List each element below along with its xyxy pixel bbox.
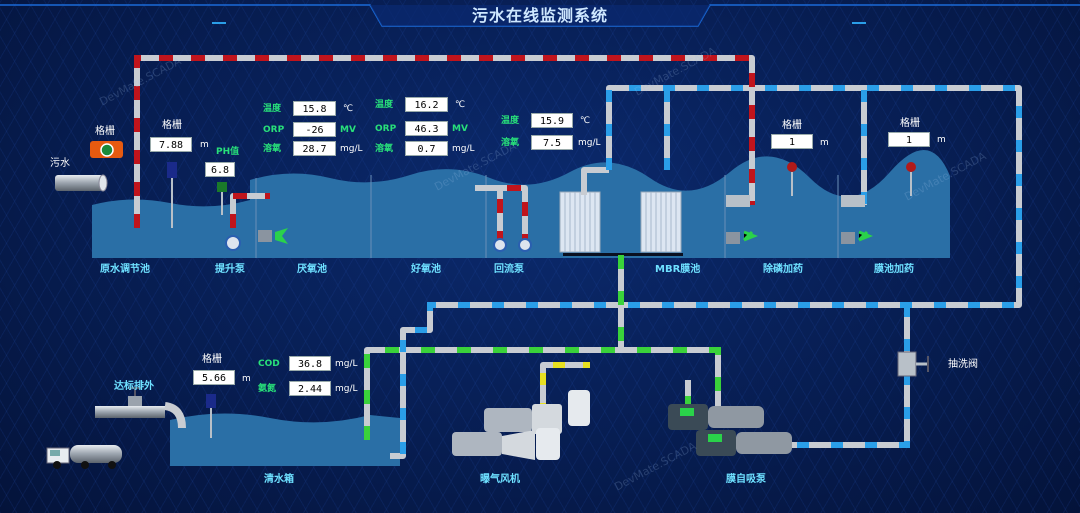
- raw-level-value: 7.88: [150, 137, 192, 152]
- inflow-label: 污水: [50, 158, 70, 169]
- clear-tank-label: 清水箱: [264, 474, 294, 485]
- discharge-label: 达标排外: [114, 381, 154, 392]
- raw-level-label: 格栅: [162, 120, 182, 131]
- grille-icon: [90, 141, 123, 158]
- mbr-temp-unit: ℃: [580, 116, 591, 126]
- phos-doser-icon: [726, 195, 759, 244]
- raw-level-unit: m: [200, 140, 209, 150]
- aerobic-temp-label: 温度: [375, 100, 394, 110]
- aerobic-orp-unit: MV: [452, 124, 468, 134]
- ammonia-label: 氨氮: [258, 384, 277, 394]
- dose-level-unit: m: [937, 135, 946, 145]
- aerobic-do-value: 0.7: [405, 141, 448, 156]
- mbr-temp-label: 温度: [501, 116, 520, 126]
- lift-pump-label: 提升泵: [215, 264, 245, 275]
- page-title: 污水在线监测系统: [471, 6, 608, 25]
- ph-label: PH值: [216, 147, 240, 157]
- aerobic-do-label: 溶氧: [375, 144, 394, 154]
- aerobic-orp-value: 46.3: [405, 121, 448, 136]
- clear-level-value: 5.66: [193, 370, 235, 385]
- lift-pump-icon: [225, 235, 241, 251]
- clear-level-unit: m: [242, 374, 251, 384]
- flow-red: [134, 55, 755, 245]
- membrane-pump-label: 膜自吸泵: [726, 474, 766, 485]
- phos-level-unit: m: [820, 138, 829, 148]
- ammonia-unit: mg/L: [335, 384, 358, 394]
- phos-level-sensor-icon: [787, 162, 797, 196]
- aerobic-orp-label: ORP: [375, 124, 397, 134]
- discharge-outlet-icon: [95, 387, 186, 429]
- ammonia-value: 2.44: [289, 381, 331, 396]
- raw-tank-label: 原水调节池: [100, 264, 150, 275]
- cod-value: 36.8: [289, 356, 331, 371]
- backwash-valve-label: 抽洗阀: [948, 359, 978, 370]
- mbr-do-label: 溶氧: [501, 138, 520, 148]
- anoxic-temp-unit: ℃: [343, 104, 354, 114]
- dose-level-value: 1: [888, 132, 930, 147]
- backwash-valve-icon: [897, 351, 929, 377]
- cod-unit: mg/L: [335, 359, 358, 369]
- tanker-truck-icon: [46, 445, 122, 469]
- anoxic-orp-label: ORP: [263, 125, 285, 135]
- clear-level-sensor-icon: [206, 394, 216, 438]
- mixer-icon: [258, 228, 288, 244]
- mbr-membranes: [559, 191, 682, 253]
- clear-level-label: 格栅: [202, 354, 222, 365]
- header-bar: [0, 4, 1080, 27]
- dose-level-label: 格栅: [900, 118, 920, 129]
- membrane-doser-icon: [841, 195, 874, 244]
- membrane-dosing-label: 膜池加药: [874, 264, 914, 275]
- anoxic-orp-unit: MV: [340, 125, 356, 135]
- clear-tank-water: [170, 413, 400, 466]
- mbr-tank-label: MBR膜池: [655, 264, 701, 275]
- membrane-pump-icon: [668, 404, 792, 456]
- return-pump-label: 回流泵: [494, 264, 524, 275]
- anoxic-do-unit: mg/L: [340, 144, 363, 154]
- aerobic-temp-value: 16.2: [405, 97, 448, 112]
- ph-value: 6.8: [205, 162, 235, 177]
- aerobic-do-unit: mg/L: [452, 144, 475, 154]
- anoxic-temp-label: 温度: [263, 104, 282, 114]
- aerobic-tank-label: 好氧池: [411, 264, 441, 275]
- blower-icon: [452, 390, 590, 460]
- anoxic-tank-label: 厌氧池: [297, 264, 327, 275]
- phos-level-label: 格栅: [782, 120, 802, 131]
- flow-blue: [390, 85, 1022, 459]
- inflow-pipe: [55, 174, 108, 192]
- ph-sensor-icon: [217, 182, 227, 215]
- anoxic-temp-value: 15.8: [293, 101, 336, 116]
- aerobic-temp-unit: ℃: [455, 100, 466, 110]
- anoxic-orp-value: -26: [293, 122, 336, 137]
- cod-label: COD: [258, 359, 280, 369]
- grille-label: 格栅: [95, 126, 115, 137]
- phosphorus-dosing-label: 除磷加药: [763, 264, 803, 275]
- phos-level-value: 1: [771, 134, 813, 149]
- anoxic-do-label: 溶氧: [263, 144, 282, 154]
- blower-label: 曝气风机: [480, 474, 520, 485]
- mbr-do-value: 7.5: [531, 135, 573, 150]
- mbr-do-unit: mg/L: [578, 138, 601, 148]
- raw-level-sensor-icon: [167, 162, 177, 228]
- anoxic-do-value: 28.7: [293, 141, 336, 156]
- return-pump-icon: [493, 238, 532, 252]
- mbr-temp-value: 15.9: [531, 113, 573, 128]
- dose-level-sensor-icon: [906, 162, 916, 196]
